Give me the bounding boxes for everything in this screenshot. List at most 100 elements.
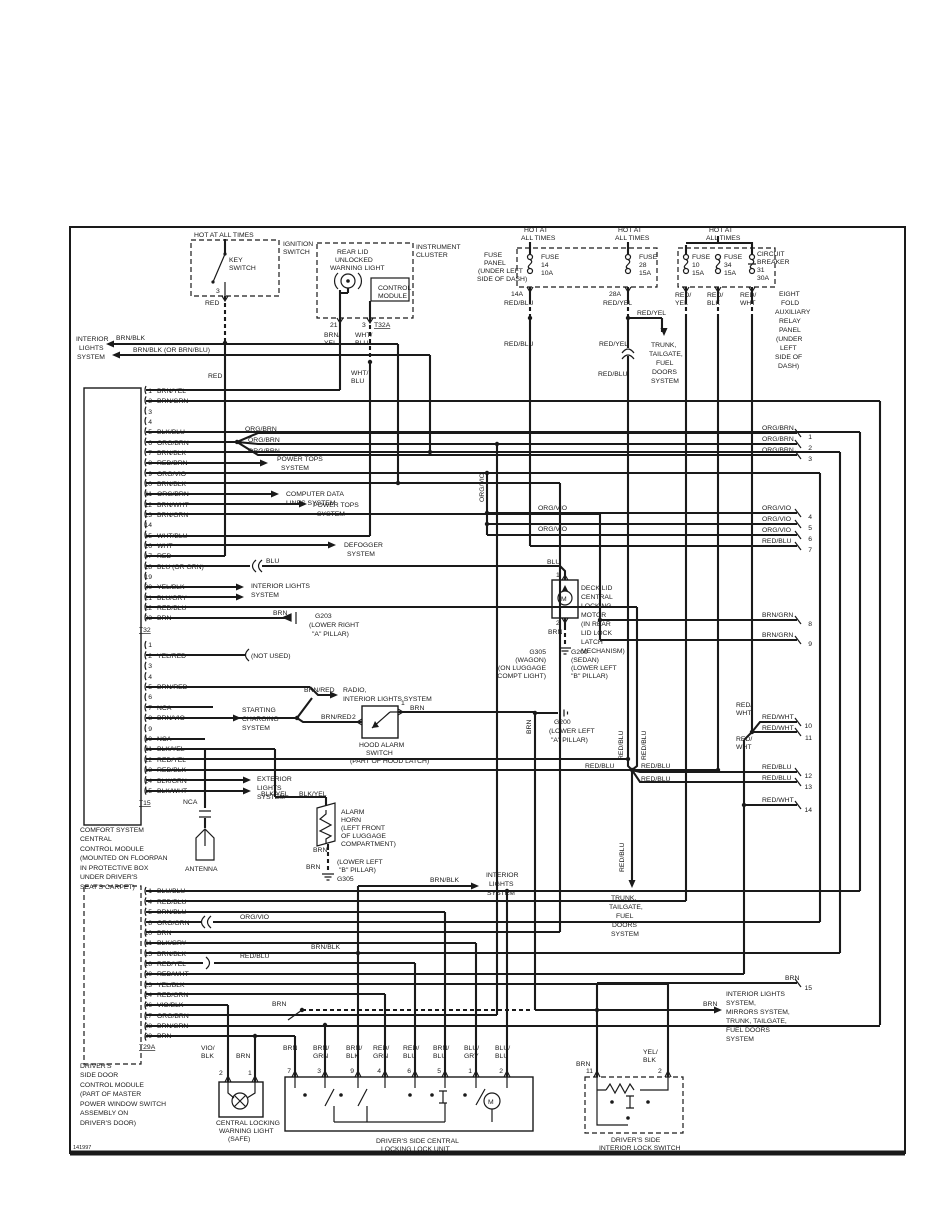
wire-label: RED/BLU: [762, 775, 792, 782]
system-label: DOORS: [652, 369, 677, 376]
pin-number: 15: [804, 985, 812, 992]
system-label: TRUNK,: [611, 895, 636, 902]
wire-label: RED/BLU: [641, 763, 671, 770]
motor-label: DECK LID: [581, 585, 612, 592]
motor-letter: M: [488, 1099, 494, 1106]
wire-label: BLU/BLU: [157, 888, 185, 895]
wire-label: BLK: [201, 1053, 214, 1060]
ground-label: "A" PILLAR): [312, 631, 349, 638]
fuse-label: 34: [724, 262, 732, 269]
system-label: SYSTEM: [257, 794, 285, 801]
system-label: FUEL: [616, 913, 634, 920]
wire-label: RED/BLU: [619, 842, 626, 872]
antenna-symbol: [195, 828, 215, 861]
fuse-icon-10: [682, 253, 690, 275]
system-label: EXTERIOR: [257, 776, 292, 783]
pin-number: 17: [144, 553, 152, 560]
wire-label: BLK: [346, 1053, 359, 1060]
wire-label: ORG/BRN: [762, 425, 794, 432]
diagram-frame: [69, 226, 906, 1156]
system-label: SYSTEM: [281, 465, 309, 472]
wire-label: BRN/BLK: [430, 877, 460, 884]
edge-terminal-marks: [794, 428, 802, 988]
pin-number: 1: [148, 388, 152, 395]
system-label: POWER TOPS: [313, 502, 359, 509]
fuse-label: 15A: [692, 270, 705, 277]
pin-number: 26: [144, 1002, 152, 1009]
terminal-label: 14A: [511, 291, 524, 298]
wire-label: VIO/BLK: [157, 1002, 184, 1009]
rear-lid-light-label: WARNING LIGHT: [330, 265, 385, 272]
wire-label: YEL/RED: [157, 653, 186, 660]
system-arrows: [106, 328, 722, 1014]
wire-label: RED/BLU: [641, 730, 648, 760]
connector-label: T32A: [374, 322, 391, 329]
pin-number: 13: [144, 767, 152, 774]
pin-number: 11: [145, 746, 152, 753]
wire-label: RED/: [373, 1045, 389, 1052]
circuit-breaker-label: CIRCUIT: [757, 251, 785, 258]
connector-label: T32: [139, 627, 151, 634]
wire-label: BRN/: [433, 1045, 449, 1052]
pin-number: 18: [144, 564, 152, 571]
system-label: TRUNK,: [651, 342, 676, 349]
module-label: CONTROL MODULE: [80, 1082, 144, 1089]
fuse-label: 10: [692, 262, 700, 269]
wire-label: BLU: [547, 559, 560, 566]
pin-number: 16: [144, 543, 152, 550]
wire-label: BRN: [313, 847, 327, 854]
wire-label: BRN/GRN: [157, 512, 188, 519]
pin-number: 15: [144, 951, 152, 958]
ground-label: COMPT LIGHT): [497, 673, 546, 680]
pin-number: 11: [586, 1068, 593, 1075]
wire-label: BRN/GRN: [157, 1023, 188, 1030]
pin-number: 8: [148, 920, 152, 927]
fuse-panel-label: (UNDER LEFT: [478, 268, 523, 275]
wire-label: BRN: [272, 1001, 286, 1008]
fuse-icon-28: [624, 253, 632, 275]
pin-number: 5: [148, 909, 152, 916]
wire-label: BRN/WHT: [157, 502, 189, 509]
system-label: MIRRORS SYSTEM,: [726, 1009, 790, 1016]
pin-number: 1: [248, 1070, 252, 1077]
deck-motor-icon: [557, 585, 573, 606]
wire-label: BLK: [643, 1057, 656, 1064]
warn-light-label: (SAFE): [228, 1136, 250, 1143]
wire-label: WHT/: [351, 370, 368, 377]
wire-label: ORG/BRN: [248, 448, 280, 455]
wire-label: ORG/VIO: [762, 505, 791, 512]
wire-label: BRN/BLU: [157, 909, 187, 916]
pin-number: 19: [144, 574, 152, 581]
pin-number: 9: [148, 726, 152, 733]
relay-panel-label: FOLD: [781, 300, 799, 307]
wire-label: WHT: [740, 300, 755, 307]
wire-label: BRN/BLK: [157, 481, 187, 488]
pin-number: 11: [805, 735, 812, 742]
motor-label: LOCKING: [581, 603, 612, 610]
wire-label: ORG/BRN: [157, 1013, 189, 1020]
module-label: SIDE DOOR: [80, 1072, 118, 1079]
lock-switch-label: DRIVER'S SIDE: [611, 1137, 661, 1144]
wire-label: NCA: [183, 799, 198, 806]
labels: HOT AT ALL TIMES IGNITION SWITCH KEY SWI…: [73, 227, 812, 1153]
wire-label: RED/BLU: [504, 341, 534, 348]
motor-label: CENTRAL: [581, 594, 613, 601]
pin-number: 2: [352, 714, 356, 721]
pin-number: 23: [144, 615, 152, 622]
pin-number: 27: [144, 1013, 152, 1020]
wire-label: GRY: [464, 1053, 479, 1060]
system-label: SYSTEM: [651, 378, 679, 385]
ground-icon-deck: [559, 647, 571, 655]
system-label: TAILGATE,: [609, 904, 643, 911]
wire-label: NCA: [157, 736, 172, 743]
ground-label: G200: [554, 719, 571, 726]
circuit-breaker-label: 31: [757, 267, 765, 274]
wire-label: BRN/GRN: [762, 632, 793, 639]
system-label: LIGHTS: [257, 785, 282, 792]
fuse-panel2-box: [677, 247, 776, 288]
pin-number: 6: [148, 440, 152, 447]
module-label: COMFORT SYSTEM: [80, 827, 144, 834]
system-label: LIGHTS: [489, 881, 514, 888]
motor-label: (IN REAR: [581, 621, 611, 628]
